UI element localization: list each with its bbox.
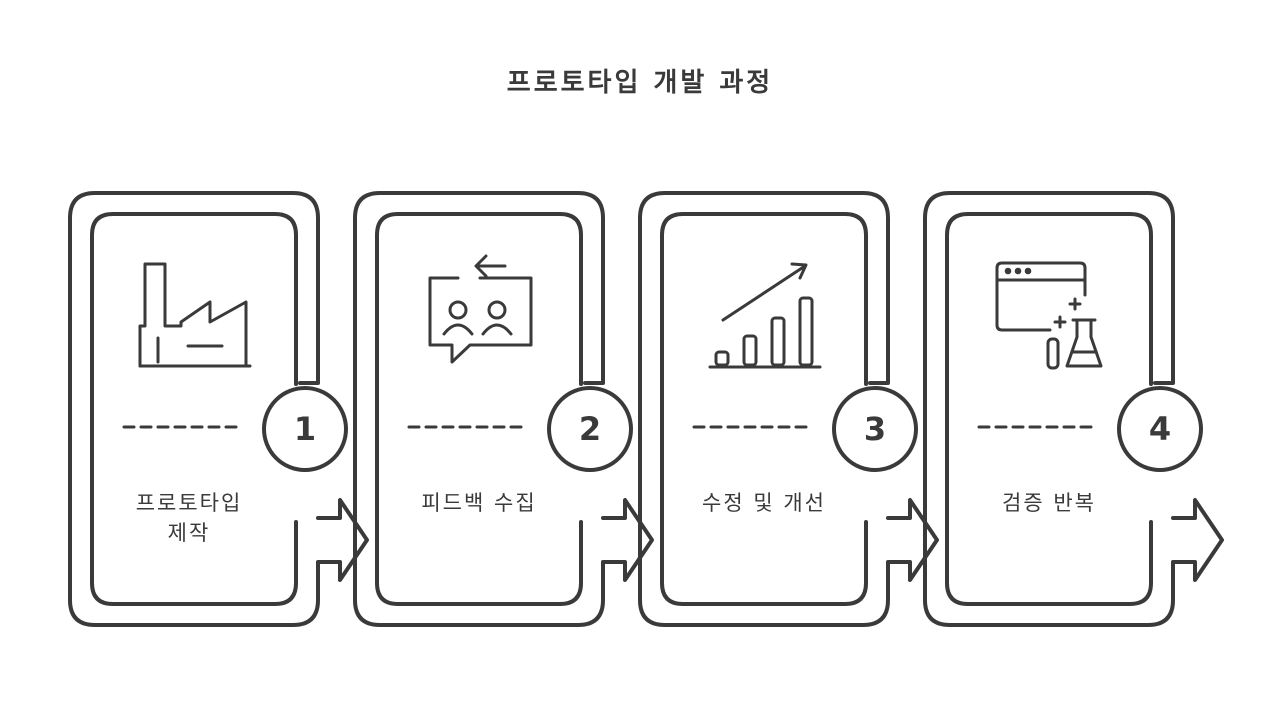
factory-icon [138,262,252,368]
step-outer-border [638,191,939,627]
step-number-3: 3 [863,410,887,448]
growth-chart-icon [708,262,822,369]
step-label-1: 프로토타입 제작 [135,491,243,545]
feedback-chat-icon [428,254,533,364]
step-number-circle [1117,386,1203,472]
step-outer-border [923,191,1224,627]
step-outer-border [353,191,654,627]
step-number-circle [262,386,348,472]
page-title: 프로토타입 개발 과정 [506,68,774,98]
step-number-1: 1 [293,410,317,448]
step-inner-border [375,212,583,606]
lab-test-icon [995,261,1103,370]
step-number-2: 2 [578,410,602,448]
step-card-1 [68,191,369,627]
step-label-3: 수정 및 개선 [702,491,826,515]
step-label-2: 피드백 수집 [421,491,537,515]
step-number-circle [832,386,918,472]
step-card-3 [638,191,939,627]
step-card-2 [353,191,654,627]
step-inner-border [945,212,1153,606]
step-number-4: 4 [1148,410,1172,448]
step-outer-border [68,191,369,627]
step-inner-border [660,212,868,606]
step-card-4 [923,191,1224,627]
step-number-circle [547,386,633,472]
step-inner-border [90,212,298,606]
step-label-4: 검증 반복 [1002,491,1096,515]
